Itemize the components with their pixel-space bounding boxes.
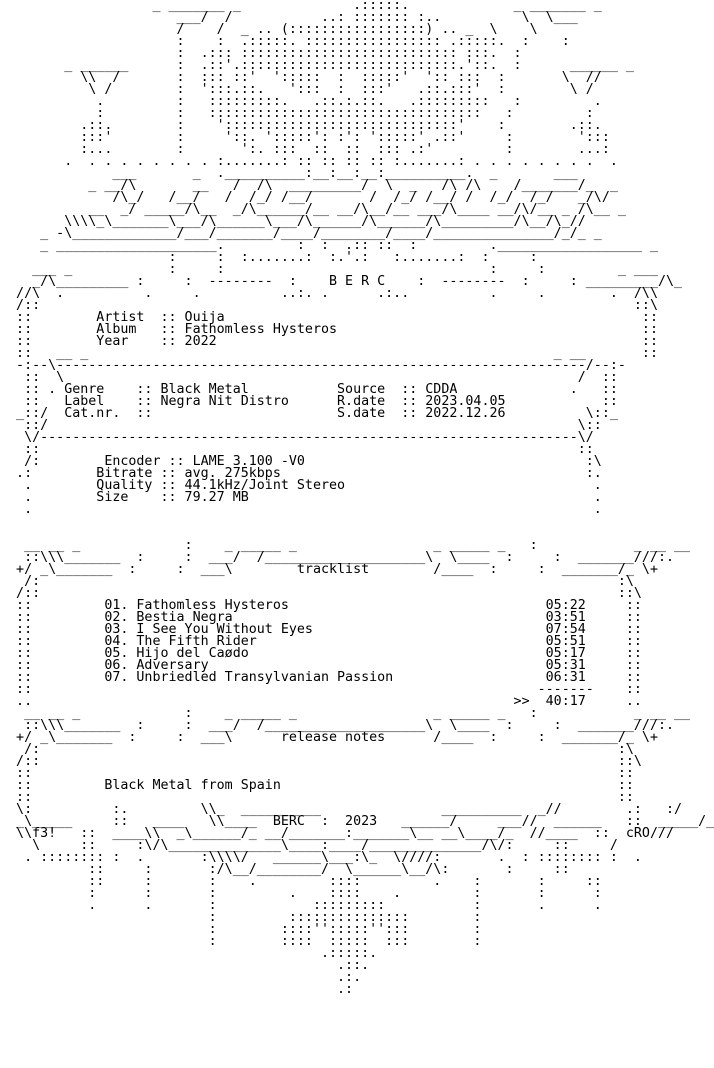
- nfo-line: \/--------------------------------------…: [0, 430, 594, 445]
- nfo-line: :: 04. The Fifth Rider 05:51 ::: [0, 634, 642, 649]
- nfo-line: .::.: [0, 958, 370, 973]
- nfo-line: :::' : '::. ':::::': :': ':::::' .::' : …: [0, 130, 610, 145]
- nfo-line: :: Label :: Negra Nit Distro R.date :: 2…: [0, 394, 618, 409]
- nfo-line: :: __ _ _ __ ::: [0, 346, 658, 361]
- nfo-line: .::. : ':::::::::::::::::::::::::::::' :…: [0, 118, 602, 133]
- nfo-line: / / _ .. (:::::::::::::::::) .. _ \ \: [0, 22, 538, 37]
- nfo-line: \\\\_\_______\___/\______\___/\______/\_…: [0, 214, 586, 229]
- nfo-line: . . : ::::::::: : . .: [0, 898, 602, 913]
- nfo-line: . Size :: 79.27 MB .: [0, 490, 602, 505]
- nfo-line: __ __ _ : _ _____ _ _ _____ _ : _ __ __: [0, 706, 691, 721]
- nfo-line: :: Black Metal from Spain ::: [0, 778, 634, 793]
- nfo-line: _ ______ : .::'.::::::::::::::::::::::::…: [0, 58, 634, 73]
- nfo-line: :: 06. Adversary 05:31 ::: [0, 658, 642, 673]
- nfo-line: . : :::::::::. .::.:.::. .::::::::: : .: [0, 94, 602, 109]
- nfo-line: _ -\_____________/___/_______/____/_____…: [0, 226, 602, 241]
- nfo-line: :: 05. Hijo del Caødo 05:17 ::: [0, 646, 642, 661]
- nfo-line: +/ _\_______ : : ___\ release notes /___…: [0, 730, 658, 745]
- nfo-line: . .: [0, 502, 602, 517]
- nfo-line: : .::: ::::::::::::::::::::::::::: :::. …: [0, 46, 522, 61]
- nfo-line: : ::::'':::::''::: :: [0, 922, 482, 937]
- nfo-line: ::\\\_______ : : ___/ /_________________…: [0, 550, 675, 565]
- nfo-line: : :::: ::::: ::: :: [0, 934, 482, 949]
- nfo-line: : : .:::::. ::::::::::::::::: .:::::. : …: [0, 34, 570, 49]
- nfo-line: [0, 516, 640, 528]
- nfo-line: : : :.......: :.'.: :.......: : :: [0, 250, 538, 265]
- nfo-line: /: Encoder :: LAME 3.100 -V0 :\: [0, 454, 602, 469]
- nfo-line: :: ------- ::: [0, 682, 642, 697]
- nfo-line: .. >> 40:17 ..: [0, 694, 642, 709]
- nfo-line: \ / : ':::.::. '::: : :::' .::.:::' : \ …: [0, 82, 594, 97]
- nfo-line: : : :::::::::::::::::::::::::::::::::: :…: [0, 106, 594, 121]
- nfo-line: \\ / : ::: ::' '::::: : :::::' ':: ::: :…: [0, 70, 602, 85]
- nfo-line: .:::::.: [0, 946, 378, 961]
- nfo-line: :: 07. Unbriedled Transylvanian Passion …: [0, 670, 642, 685]
- nfo-line: +/ _\_______ : : ___\ tracklist /____ : …: [0, 562, 658, 577]
- nfo-line: _ ____________________. : : .:: :: : .__…: [0, 238, 658, 253]
- nfo-line: : : : . :::: . : : :: [0, 886, 602, 901]
- nfo-line: :: : : . :::: . : : ::: [0, 874, 602, 889]
- nfo-line: /: :\: [0, 742, 634, 757]
- nfo-line: :: 02. Bestia Negra 03:51 ::: [0, 610, 642, 625]
- nfo-line: _::/ Cat.nr. :: S.date :: 2022.12.26 \::…: [0, 406, 618, 421]
- nfo-line: \: :. \\_ __________ __________ _// .: :…: [0, 802, 683, 817]
- nfo-line: __ _/ _____/\__ _/\______/__ __/\__/__ _…: [0, 202, 626, 217]
- nfo-line: _ _______ _ .:::::. _ _______ _: [0, 0, 602, 13]
- nfo-line: :: Year :: 2022 ::: [0, 334, 658, 349]
- nfo-line: _/\_________ : : -------- : B E R C : --…: [0, 274, 683, 289]
- nfo-line: . Quality :: 44.1kHz/Joint Stereo .: [0, 478, 602, 493]
- nfo-line: _ __/\ __ / /\ _________/ \ _ /\ /\ /___…: [0, 178, 618, 193]
- nfo-line: ::/ \::: [0, 418, 602, 433]
- nfo-line: __ __ _ : _ _____ _ _ _____ _ : _ __ __: [0, 538, 691, 553]
- nfo-line: /: :\: [0, 574, 634, 589]
- nfo-art-document: _ _______ _ .:::::. _ _______ _ ___/ / .…: [0, 0, 714, 997]
- nfo-line: . :::::::: : . :\\\\/ ______\___:\_ \///…: [0, 850, 642, 865]
- nfo-line: //\ . . . ..:. . .:.. . . . /\\: [0, 286, 658, 301]
- nfo-line: \ :: :\/\______________\____:____/______…: [0, 838, 618, 853]
- nfo-line: /:: ::\: [0, 586, 642, 601]
- nfo-line: /:: ::\: [0, 298, 658, 313]
- nfo-line: .: Bitrate :: avg. 275kbps :.: [0, 466, 602, 481]
- nfo-line: ___ _ .__________:__:__:__:__________. _…: [0, 166, 578, 181]
- nfo-line: _\_____ :: ____ \\____ BERC : 2023 _____…: [0, 814, 714, 829]
- nfo-line: ___/ / ..: ::::::: :.. \ \___: [0, 10, 578, 25]
- nfo-line: ::\\\_______ : : ___/ /_________________…: [0, 718, 675, 733]
- nfo-line: ___ _ : : : : _ ___: [0, 262, 658, 277]
- nfo-line: :: ::: [0, 790, 634, 805]
- nfo-line: .:: [0, 982, 354, 997]
- nfo-line: :: : :/\__/________/ \______\__/\: : ::: [0, 862, 570, 877]
- nfo-line: :... : ':. ::: :: :: ::: .:' : ...:: [0, 142, 610, 157]
- nfo-line: :: Artist :: Ouija ::: [0, 310, 658, 325]
- nfo-line: :: ::: [0, 766, 634, 781]
- nfo-line: /:: ::\: [0, 754, 642, 769]
- nfo-line: :: 01. Fathomless Hysteros 05:22 ::: [0, 598, 642, 613]
- nfo-line: :: ::: [0, 442, 594, 457]
- nfo-line: :: Album :: Fathomless Hysteros ::: [0, 322, 658, 337]
- nfo-line: -:--\-----------------------------------…: [0, 358, 626, 373]
- nfo-line: /\_/ /__/ / /_/ /__/ / /_/ /__/ / /_/ /_…: [0, 190, 610, 205]
- nfo-line: . . . . . . . . . :.......: :: :: :: :: …: [0, 154, 618, 169]
- nfo-line: : ::::::::::::::: :: [0, 910, 482, 925]
- nfo-line: .:.: [0, 970, 362, 985]
- nfo-line: :: \ / ::: [0, 370, 618, 385]
- nfo-line: :: . Genre :: Black Metal Source :: CDDA…: [0, 382, 618, 397]
- nfo-line: :: 03. I See You Without Eyes 07:54 ::: [0, 622, 642, 637]
- nfo-line: \\f3! :: ____\\ _\______/_ __/_______:__…: [0, 826, 675, 841]
